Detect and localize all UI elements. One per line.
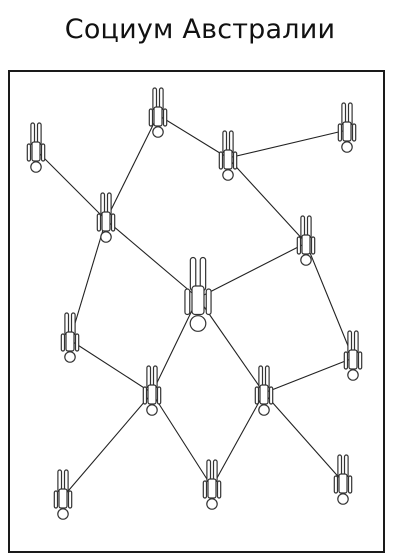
connection-line bbox=[305, 242, 354, 359]
figure-arm bbox=[148, 108, 154, 127]
person-figure bbox=[26, 122, 46, 173]
figure-arm bbox=[110, 213, 116, 232]
figure-arm bbox=[162, 108, 168, 127]
connection-line bbox=[151, 392, 213, 488]
figure-body bbox=[338, 473, 348, 494]
figure-arm bbox=[254, 386, 260, 405]
connection-line bbox=[69, 339, 153, 394]
figure-body bbox=[348, 349, 358, 370]
figure-arm bbox=[310, 236, 316, 255]
figure-body bbox=[223, 149, 233, 170]
figure-arm bbox=[40, 143, 46, 162]
figure-body bbox=[301, 234, 311, 255]
figure-arm bbox=[337, 123, 343, 142]
connection-line bbox=[263, 357, 354, 394]
connection-line bbox=[227, 129, 348, 159]
person-figure bbox=[96, 192, 116, 243]
person-figure bbox=[254, 365, 274, 416]
figure-arm bbox=[343, 351, 349, 370]
connection-line bbox=[211, 392, 265, 488]
figure-head bbox=[347, 369, 359, 381]
figure-arm bbox=[218, 151, 224, 170]
person-figure bbox=[184, 256, 212, 332]
figure-body bbox=[153, 106, 163, 127]
figure-arm bbox=[142, 386, 148, 405]
figure-arm bbox=[351, 123, 357, 142]
figure-head bbox=[64, 351, 76, 363]
person-figure bbox=[296, 215, 316, 266]
figure-arm bbox=[205, 288, 212, 316]
figure-head bbox=[152, 126, 164, 138]
figure-body bbox=[58, 488, 68, 509]
figure-arm bbox=[202, 480, 208, 499]
figure-arm bbox=[67, 490, 73, 509]
figure-arm bbox=[96, 213, 102, 232]
figure-head bbox=[300, 254, 312, 266]
figure-body bbox=[31, 141, 41, 162]
figure-head bbox=[337, 493, 349, 505]
connection-line bbox=[263, 392, 344, 483]
diagram-frame bbox=[8, 70, 385, 553]
person-figure bbox=[343, 330, 363, 381]
person-figure bbox=[60, 312, 80, 363]
figure-body bbox=[207, 478, 217, 499]
person-figure bbox=[337, 102, 357, 153]
person-figure bbox=[142, 365, 162, 416]
figure-body bbox=[342, 121, 352, 142]
connection-line bbox=[105, 114, 159, 221]
figure-body bbox=[147, 384, 157, 405]
figure-arm bbox=[26, 143, 32, 162]
diagram-title: Социум Австралии bbox=[64, 14, 336, 45]
figure-head bbox=[30, 161, 42, 173]
connection-line bbox=[157, 114, 229, 159]
person-figure bbox=[148, 87, 168, 138]
figure-arm bbox=[232, 151, 238, 170]
connection-line bbox=[105, 219, 199, 299]
figure-head bbox=[57, 508, 69, 520]
figure-body bbox=[101, 211, 111, 232]
figure-body bbox=[259, 384, 269, 405]
person-figure bbox=[218, 130, 238, 181]
connection-line bbox=[197, 242, 307, 299]
figure-head bbox=[146, 404, 158, 416]
figure-arm bbox=[216, 480, 222, 499]
figure-arm bbox=[60, 333, 66, 352]
figure-head bbox=[341, 141, 353, 153]
figure-body bbox=[191, 285, 205, 316]
person-figure bbox=[202, 459, 222, 510]
person-figure bbox=[333, 454, 353, 505]
person-figure bbox=[53, 469, 73, 520]
figure-arm bbox=[333, 475, 339, 494]
figure-arm bbox=[184, 288, 191, 316]
connection-line bbox=[62, 392, 153, 498]
figure-body bbox=[65, 331, 75, 352]
figure-arm bbox=[347, 475, 353, 494]
connection-line bbox=[151, 297, 199, 394]
figure-arm bbox=[296, 236, 302, 255]
figure-arm bbox=[74, 333, 80, 352]
figure-head bbox=[206, 498, 218, 510]
figure-arm bbox=[268, 386, 274, 405]
figure-head bbox=[258, 404, 270, 416]
figure-head bbox=[100, 231, 112, 243]
figure-arm bbox=[53, 490, 59, 509]
figure-head bbox=[189, 315, 207, 332]
figure-head bbox=[222, 169, 234, 181]
figure-arm bbox=[357, 351, 363, 370]
connection-line bbox=[227, 157, 307, 244]
connection-line bbox=[69, 219, 107, 341]
figure-arm bbox=[156, 386, 162, 405]
connection-line bbox=[35, 149, 107, 221]
